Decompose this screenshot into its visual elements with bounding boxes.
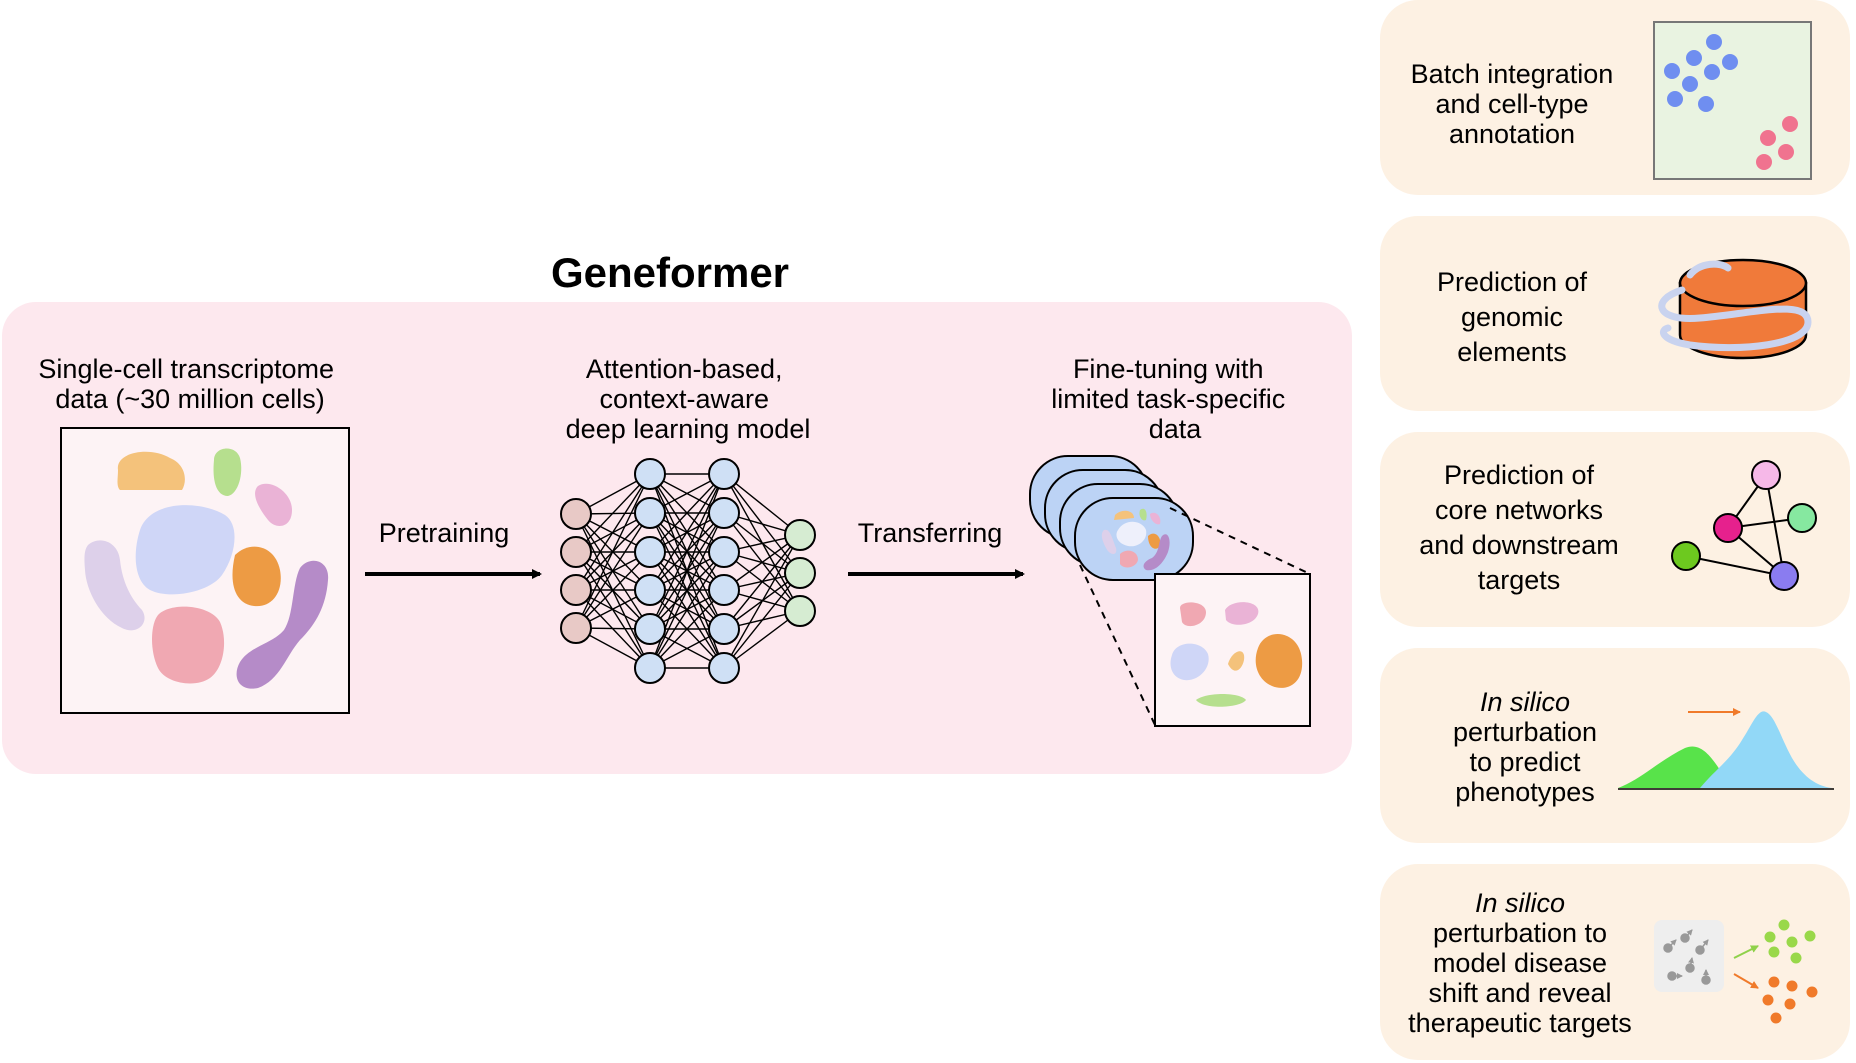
input-node bbox=[560, 612, 592, 644]
hidden-node bbox=[634, 652, 666, 684]
scatter-clusters-icon bbox=[1653, 21, 1812, 180]
network-edge bbox=[649, 473, 725, 630]
network-edge bbox=[649, 473, 725, 591]
network-edge bbox=[575, 473, 651, 629]
transferring-label: Transferring bbox=[858, 518, 1003, 548]
distribution-shift-icon bbox=[1618, 708, 1834, 790]
network-edge bbox=[575, 473, 651, 591]
network-graph-icon bbox=[1671, 460, 1817, 591]
dna-chromatin-icon bbox=[1658, 258, 1812, 360]
network-edge bbox=[723, 473, 801, 536]
hidden-node bbox=[634, 574, 666, 606]
application-panel bbox=[1380, 648, 1850, 843]
hidden-node bbox=[708, 613, 740, 645]
network-edge bbox=[575, 473, 651, 553]
cluster-blob bbox=[84, 540, 145, 631]
hidden-node bbox=[708, 574, 740, 606]
network-edge bbox=[649, 512, 725, 669]
hidden-node bbox=[708, 536, 740, 568]
hidden-node bbox=[634, 613, 666, 645]
model-label: Attention-based, context-aware deep lear… bbox=[566, 354, 811, 444]
network-edge bbox=[649, 589, 725, 669]
cluster-blob bbox=[117, 451, 185, 490]
hidden-node bbox=[634, 536, 666, 568]
output-node bbox=[784, 557, 816, 589]
cluster-blob bbox=[213, 448, 242, 496]
zoomed-data-box bbox=[1154, 573, 1311, 727]
application-panel bbox=[1380, 864, 1850, 1060]
network-edge bbox=[575, 551, 651, 629]
network-edge bbox=[649, 473, 725, 553]
disease-shift-icon bbox=[1654, 919, 1818, 1024]
output-node bbox=[784, 519, 816, 551]
finetune-data-stack bbox=[1029, 455, 1194, 581]
cluster-blob bbox=[232, 546, 281, 607]
application-panel bbox=[1380, 432, 1850, 627]
network-edge bbox=[723, 534, 801, 669]
cell-data-plot bbox=[60, 427, 350, 714]
cluster-blob bbox=[255, 483, 292, 526]
network-edge bbox=[649, 551, 725, 669]
cluster-blob bbox=[236, 560, 329, 689]
hidden-node bbox=[634, 497, 666, 529]
pretraining-label: Pretraining bbox=[379, 518, 510, 548]
hidden-node bbox=[634, 458, 666, 490]
output-node bbox=[784, 595, 816, 627]
input-node bbox=[560, 498, 592, 530]
diagram-title: Geneformer bbox=[551, 249, 789, 296]
hidden-node bbox=[708, 497, 740, 529]
cluster-blob bbox=[135, 505, 235, 595]
zoom-line bbox=[1079, 564, 1156, 726]
hidden-node bbox=[708, 458, 740, 490]
network-edge bbox=[723, 572, 801, 669]
input-node bbox=[560, 536, 592, 568]
finetune-label: Fine-tuning with limited task-specific d… bbox=[1051, 354, 1293, 444]
network-nodes bbox=[560, 458, 816, 684]
network-edge bbox=[575, 512, 651, 629]
hidden-node bbox=[708, 652, 740, 684]
cluster-blob bbox=[152, 606, 225, 684]
data-label: Single-cell transcriptome data (~30 mill… bbox=[38, 354, 341, 414]
network-edge bbox=[723, 534, 801, 630]
input-node bbox=[560, 574, 592, 606]
